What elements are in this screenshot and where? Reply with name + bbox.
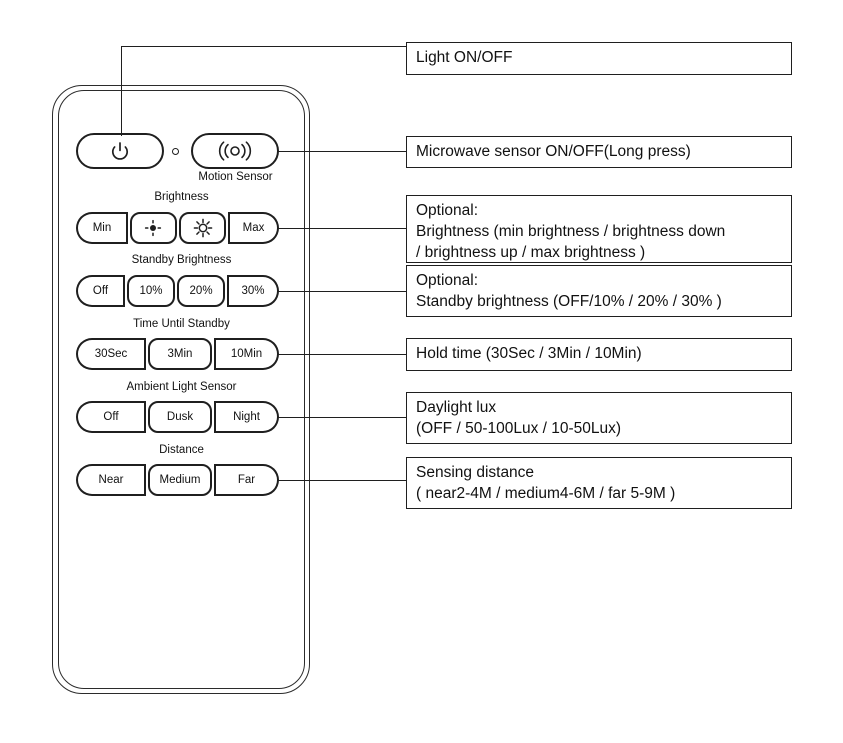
distance-medium-button[interactable]: Medium <box>148 464 212 496</box>
section-label-time-until-standby: Time Until Standby <box>133 318 230 330</box>
motion-sensor-button[interactable] <box>191 133 279 169</box>
lux-dusk-button[interactable]: Dusk <box>148 401 212 433</box>
leader-line-microwave-sensor <box>277 151 406 153</box>
hold-30sec-label: 30Sec <box>94 348 128 360</box>
hold-10min-label: 10Min <box>230 348 263 360</box>
brightness-down-icon <box>140 217 166 239</box>
section-label-standby-brightness: Standby Brightness <box>131 254 232 266</box>
distance-far-label: Far <box>237 474 256 486</box>
distance-near-label: Near <box>98 474 124 486</box>
leader-line-sensing-distance <box>277 480 406 482</box>
leader-line-brightness <box>277 228 406 230</box>
hold-30sec-button[interactable]: 30Sec <box>76 338 146 370</box>
standby-20-label: 20% <box>189 285 213 297</box>
distance-far-button[interactable]: Far <box>214 464 279 496</box>
standby-30-label: 30% <box>241 285 265 297</box>
brightness-up-button[interactable] <box>178 212 227 244</box>
brightness-min-label: Min <box>92 222 112 234</box>
brightness-min-button[interactable]: Min <box>76 212 128 244</box>
power-icon <box>109 140 131 162</box>
callout-daylight-lux: Daylight lux (OFF / 50-100Lux / 10-50Lux… <box>406 392 792 444</box>
callout-light-on-off: Light ON/OFF <box>406 42 792 75</box>
distance-button-group: Near Medium Far <box>76 464 279 496</box>
callout-standby-brightness: Optional: Standby brightness (OFF/10% / … <box>406 265 792 317</box>
led-indicator-dot <box>172 148 179 155</box>
leader-line-light-on-off-horizontal <box>121 46 406 48</box>
standby-20-button[interactable]: 20% <box>177 275 226 307</box>
distance-near-button[interactable]: Near <box>76 464 146 496</box>
hold-10min-button[interactable]: 10Min <box>214 338 279 370</box>
lux-night-button[interactable]: Night <box>214 401 279 433</box>
time-until-standby-button-group: 30Sec 3Min 10Min <box>76 338 279 370</box>
standby-30-button[interactable]: 30% <box>227 275 279 307</box>
motion-sensor-caption: Motion Sensor <box>198 171 273 183</box>
callout-hold-time: Hold time (30Sec / 3Min / 10Min) <box>406 338 792 371</box>
remote-inner-panel <box>58 90 305 689</box>
section-label-distance: Distance <box>159 444 204 456</box>
lux-off-label: Off <box>103 411 119 423</box>
callout-sensing-distance: Sensing distance ( near2-4M / medium4-6M… <box>406 457 792 509</box>
callout-brightness: Optional: Brightness (min brightness / b… <box>406 195 792 263</box>
standby-off-label: Off <box>92 285 109 297</box>
lux-dusk-label: Dusk <box>166 411 194 423</box>
brightness-button-group: Min <box>76 212 279 244</box>
standby-off-button[interactable]: Off <box>76 275 125 307</box>
brightness-max-button[interactable]: Max <box>228 212 279 244</box>
leader-line-daylight-lux <box>277 417 406 419</box>
standby-10-button[interactable]: 10% <box>127 275 176 307</box>
distance-medium-label: Medium <box>159 474 201 486</box>
power-button[interactable] <box>76 133 164 169</box>
lux-off-button[interactable]: Off <box>76 401 146 433</box>
brightness-up-icon <box>190 217 216 239</box>
leader-line-light-on-off-vertical <box>121 46 123 136</box>
section-label-brightness: Brightness <box>154 191 209 203</box>
callout-microwave-sensor: Microwave sensor ON/OFF(Long press) <box>406 136 792 168</box>
section-label-ambient-light-sensor: Ambient Light Sensor <box>126 381 237 393</box>
hold-3min-button[interactable]: 3Min <box>148 338 212 370</box>
leader-line-standby-brightness <box>277 291 406 293</box>
leader-line-hold-time <box>277 354 406 356</box>
brightness-max-label: Max <box>242 222 265 234</box>
hold-3min-label: 3Min <box>167 348 193 360</box>
standby-brightness-button-group: Off 10% 20% 30% <box>76 275 279 307</box>
standby-10-label: 10% <box>139 285 163 297</box>
brightness-down-button[interactable] <box>129 212 177 244</box>
lux-night-label: Night <box>233 411 260 423</box>
ambient-light-sensor-button-group: Off Dusk Night <box>76 401 279 433</box>
motion-sensor-icon <box>212 140 258 162</box>
